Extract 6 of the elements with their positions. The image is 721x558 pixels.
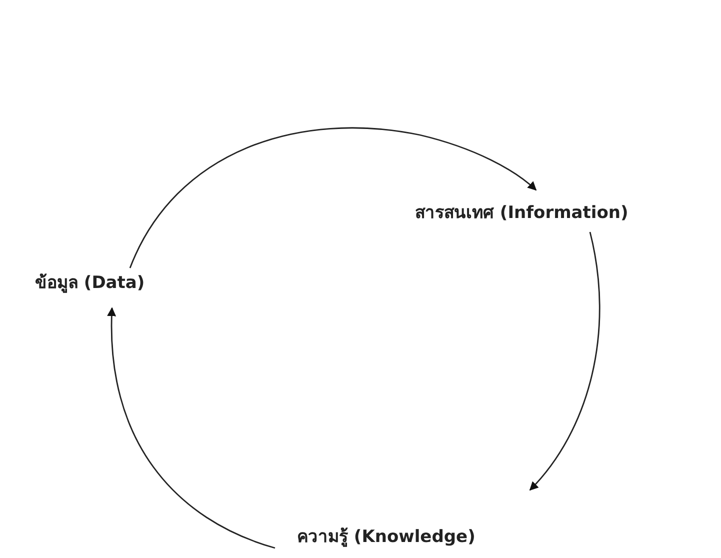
curved-arrow [107,307,276,549]
cycle-label: ข้อมูล (Data) [35,270,145,296]
curved-arrow [529,232,600,491]
curved-arrow [129,127,537,268]
cycle-label: ความรู้ (Knowledge) [297,524,476,550]
cycle-label: สารสนเทศ (Information) [415,200,628,226]
